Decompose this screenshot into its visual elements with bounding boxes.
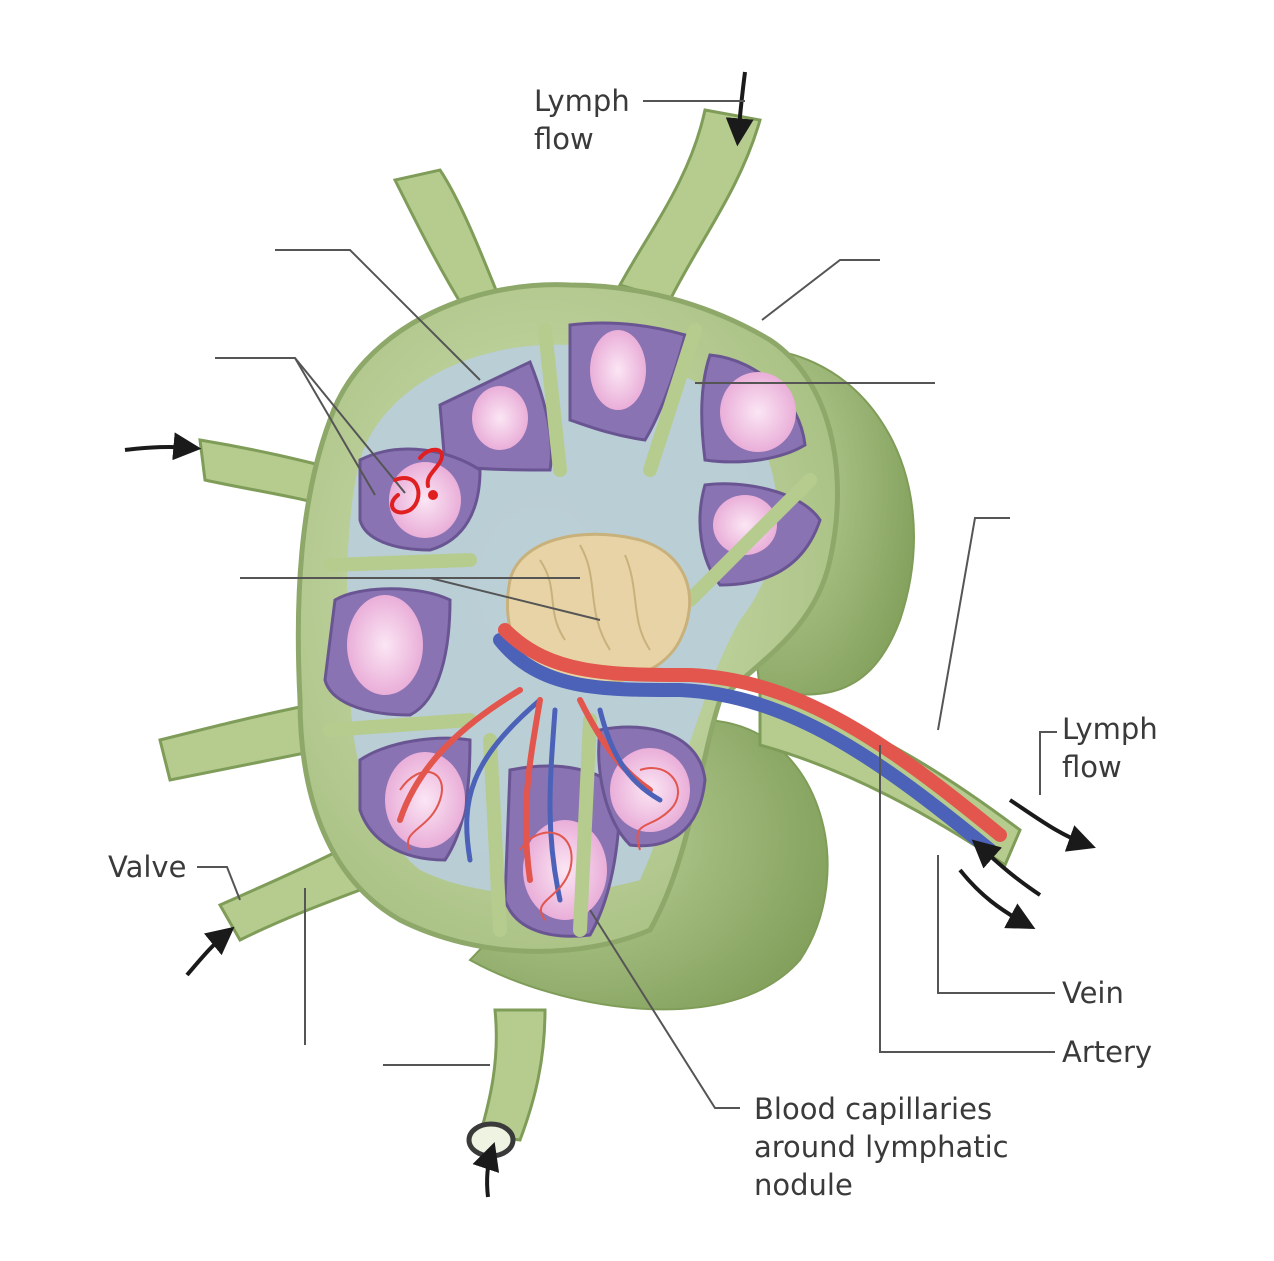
handwritten-question-annotation [390, 447, 444, 515]
label-lymph-flow-top: Lymph flow [534, 84, 630, 156]
leader-lines [197, 100, 1057, 1109]
label-artery: Artery [1062, 1035, 1153, 1069]
label-valve: Valve [108, 850, 187, 884]
trabeculae [323, 323, 817, 937]
label-vein: Vein [1062, 976, 1124, 1010]
flow-arrows [124, 71, 1096, 1198]
label-lymph-flow-right: Lymph flow [1062, 712, 1158, 784]
label-blood-capillaries: Blood capillaries around lymphatic nodul… [754, 1092, 1009, 1202]
blood-vessels [397, 623, 1007, 903]
medullary-cords [539, 544, 651, 651]
capillary-network [399, 767, 680, 921]
